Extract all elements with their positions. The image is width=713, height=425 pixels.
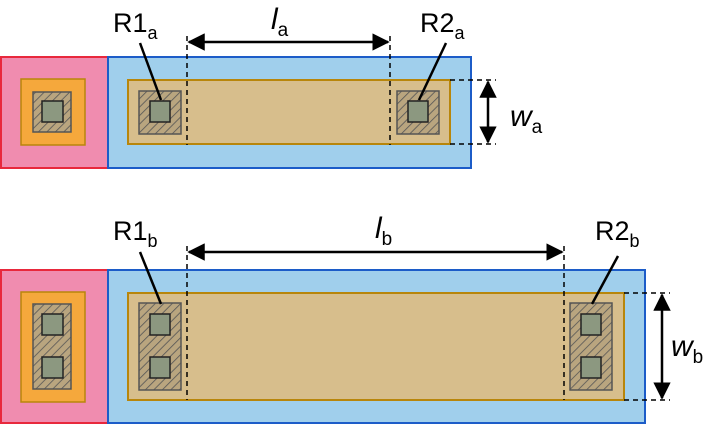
device-b-right-contact-1 <box>580 313 602 336</box>
device-a-right-contact <box>407 100 429 123</box>
device-b-tap-contact-1 <box>41 313 64 336</box>
device-a-left-leader <box>138 42 163 101</box>
device-b-right-leader <box>590 255 620 305</box>
device-a-left-contact <box>149 100 171 123</box>
device-a-left-contact-label: R1a <box>113 8 159 43</box>
device-b-width-label: wb <box>671 330 703 368</box>
device-b-left-contact-label: R1b <box>113 216 158 251</box>
device-b-left-leader <box>138 251 163 305</box>
device-b-left-contact-2 <box>149 356 171 379</box>
device-b-resistor-body <box>127 292 625 401</box>
device-b: R1b R2b lb wb <box>0 212 703 424</box>
device-a-width-label: wa <box>510 100 543 138</box>
device-a-length-label: la <box>271 3 289 41</box>
device-a-tap-contact <box>41 100 64 123</box>
device-a-right-contact-label: R2a <box>420 8 466 43</box>
device-b-left-contact-1 <box>149 313 171 336</box>
device-b-length-label: lb <box>375 212 392 250</box>
device-b-right-contact-2 <box>580 356 602 379</box>
device-b-right-contact-label: R2b <box>595 216 640 251</box>
device-a-right-leader <box>417 42 448 101</box>
device-a: R1a R2a la wa <box>0 3 543 169</box>
device-b-tap-contact-2 <box>41 356 64 379</box>
